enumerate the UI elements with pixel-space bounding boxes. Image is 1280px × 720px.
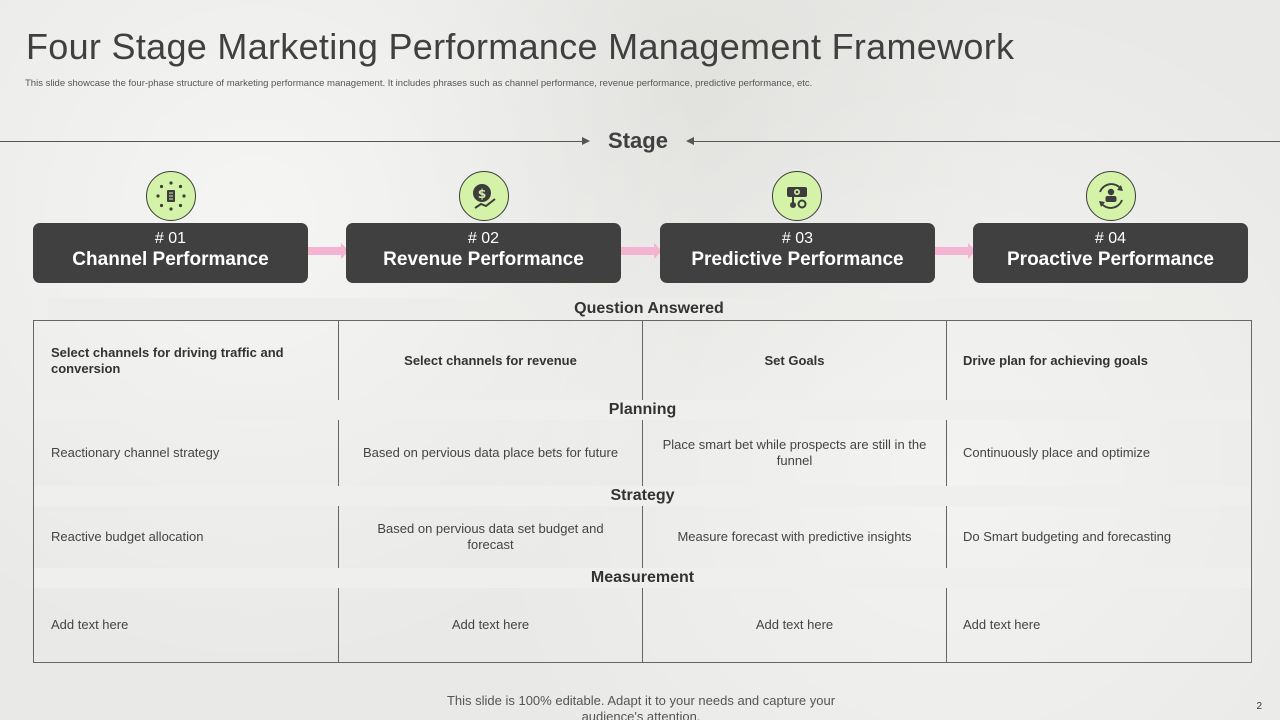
table-cell: Select channels for revenue <box>404 353 577 368</box>
stage-name: Predictive Performance <box>691 249 904 270</box>
stage-heading: Stage <box>608 128 668 153</box>
connector-arrow <box>308 243 349 259</box>
stage-box-revenue: # 02 Revenue Performance <box>346 223 621 283</box>
stage-number: # 02 <box>467 230 500 247</box>
section-title-question-answered: Question Answered <box>48 298 1250 320</box>
stage-divider-right <box>694 141 1280 142</box>
stage-number: # 01 <box>154 230 187 247</box>
table-cell: Add text here <box>963 617 1041 632</box>
stage-number: # 04 <box>1094 230 1127 247</box>
stage-name: Proactive Performance <box>1007 249 1214 270</box>
table-cell: Reactionary channel strategy <box>51 445 220 460</box>
table-cell: Add text here <box>51 617 129 632</box>
footer-note: This slide is 100% editable. Adapt it to… <box>446 693 836 720</box>
stage-divider-left <box>0 141 582 142</box>
arrow-left-icon <box>686 137 694 145</box>
dollar-growth-icon: $ <box>459 171 509 221</box>
framework-table: Select channels for driving traffic and … <box>33 320 1252 663</box>
stage-name: Revenue Performance <box>383 249 584 270</box>
table-cell: Add text here <box>755 617 834 632</box>
prediction-eye-icon <box>772 171 822 221</box>
table-cell: Add text here <box>451 617 530 632</box>
section-title-planning: Planning <box>34 400 1251 420</box>
table-cell: Select channels for driving traffic and … <box>51 345 284 376</box>
user-cycle-icon <box>1086 171 1136 221</box>
stage-box-predictive: # 03 Predictive Performance <box>660 223 935 283</box>
table-cell: Measure forecast with predictive insight… <box>677 529 912 544</box>
slide-subtitle: This slide showcase the four-phase struc… <box>25 78 813 89</box>
connector-arrow <box>935 243 976 259</box>
slide-title: Four Stage Marketing Performance Managem… <box>26 26 1015 67</box>
stage-box-channel: # 01 Channel Performance <box>33 223 308 283</box>
stage-number: # 03 <box>781 230 814 247</box>
table-cell: Set Goals <box>764 353 825 368</box>
stage-box-proactive: # 04 Proactive Performance <box>973 223 1248 283</box>
stage-name: Channel Performance <box>72 249 269 270</box>
arrow-right-icon <box>582 137 590 145</box>
table-cell: Reactive budget allocation <box>51 529 204 544</box>
section-title-strategy: Strategy <box>34 486 1251 506</box>
channel-network-icon <box>146 171 196 221</box>
table-cell: Continuously place and optimize <box>963 445 1151 460</box>
svg-text:$: $ <box>478 187 486 201</box>
section-title-measurement: Measurement <box>34 568 1251 588</box>
connector-arrow <box>621 243 662 259</box>
table-cell: Drive plan for achieving goals <box>963 353 1148 368</box>
table-cell: Do Smart budgeting and forecasting <box>963 529 1172 544</box>
page-number: 2 <box>1256 701 1262 712</box>
table-cell: Place smart bet while prospects are stil… <box>662 437 927 468</box>
table-cell: Based on pervious data place bets for fu… <box>362 445 619 460</box>
table-cell: Based on pervious data set budget and fo… <box>377 521 604 552</box>
